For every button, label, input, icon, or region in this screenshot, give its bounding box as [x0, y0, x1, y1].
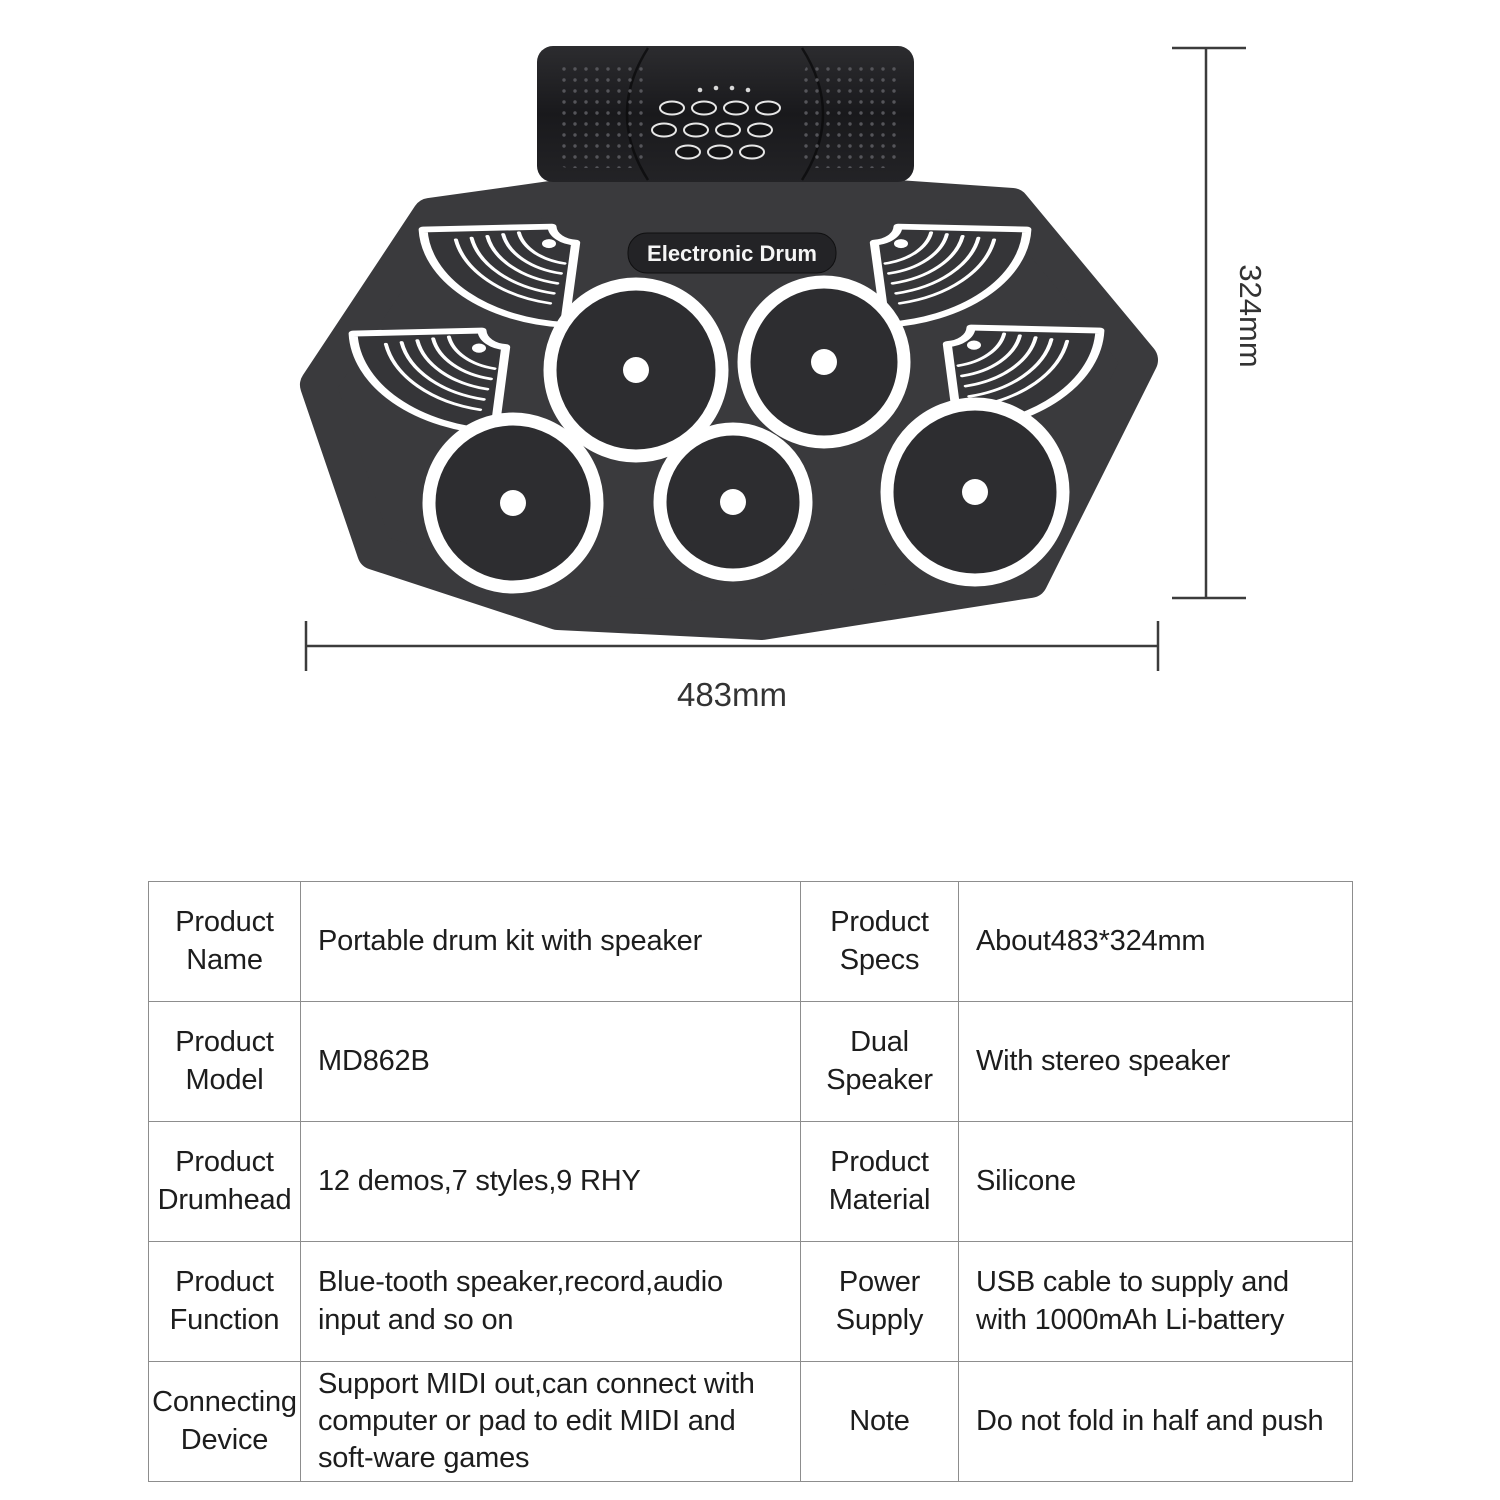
speaker-bar — [537, 46, 914, 182]
cell-product-specs-label: Product Specs — [801, 882, 959, 1002]
dimension-width — [304, 621, 1160, 671]
dimension-height — [1172, 46, 1246, 600]
drum-pads — [422, 275, 1070, 594]
cell-product-name-value: Portable drum kit with speaker — [301, 882, 801, 1002]
cell-product-material-value: Silicone — [959, 1122, 1353, 1242]
drum-pad-bottom-left[interactable] — [422, 412, 604, 594]
dimension-height-label: 324mm — [1233, 264, 1268, 367]
speaker-indicator-lights — [697, 85, 751, 93]
cell-product-drumhead-label: Product Drumhead — [149, 1122, 301, 1242]
speaker-grille-right — [804, 62, 898, 168]
electronic-drum-label-text: Electronic Drum — [647, 241, 817, 266]
electronic-drum-label: Electronic Drum — [627, 232, 837, 274]
spec-table: Product Name Portable drum kit with spea… — [148, 881, 1353, 1482]
cell-product-material-label: Product Material — [801, 1122, 959, 1242]
cell-power-supply-label: Power Supply — [801, 1242, 959, 1362]
cell-product-model-label: Product Model — [149, 1002, 301, 1122]
drum-pad-mid-right[interactable] — [737, 275, 911, 449]
cell-product-function-value: Blue-tooth speaker,record,audio input an… — [301, 1242, 801, 1362]
speaker-grille-left — [556, 62, 646, 168]
cell-note-label: Note — [801, 1362, 959, 1482]
drum-pad-bottom-center[interactable] — [653, 422, 813, 582]
cell-product-name-label: Product Name — [149, 882, 301, 1002]
speaker-buttons[interactable] — [651, 100, 781, 160]
cell-product-model-value: MD862B — [301, 1002, 801, 1122]
cell-dual-speaker-value: With stereo speaker — [959, 1002, 1353, 1122]
cell-product-drumhead-value: 12 demos,7 styles,9 RHY — [301, 1122, 801, 1242]
drum-pad-mid-left[interactable] — [543, 277, 729, 463]
cell-connecting-device-label: Connecting Device — [149, 1362, 301, 1482]
cell-product-specs-value: About483*324mm — [959, 882, 1353, 1002]
drum-pad-bottom-right[interactable] — [880, 397, 1070, 587]
cell-power-supply-value: USB cable to supply and with 1000mAh Li-… — [959, 1242, 1353, 1362]
product-illustration: Electronic Drum — [300, 46, 1268, 713]
cell-product-function-label: Product Function — [149, 1242, 301, 1362]
dimension-width-label: 483mm — [677, 676, 787, 713]
cell-dual-speaker-label: Dual Speaker — [801, 1002, 959, 1122]
cell-connecting-device-value: Support MIDI out,can connect with comput… — [301, 1362, 801, 1482]
cell-note-value: Do not fold in half and push — [959, 1362, 1353, 1482]
